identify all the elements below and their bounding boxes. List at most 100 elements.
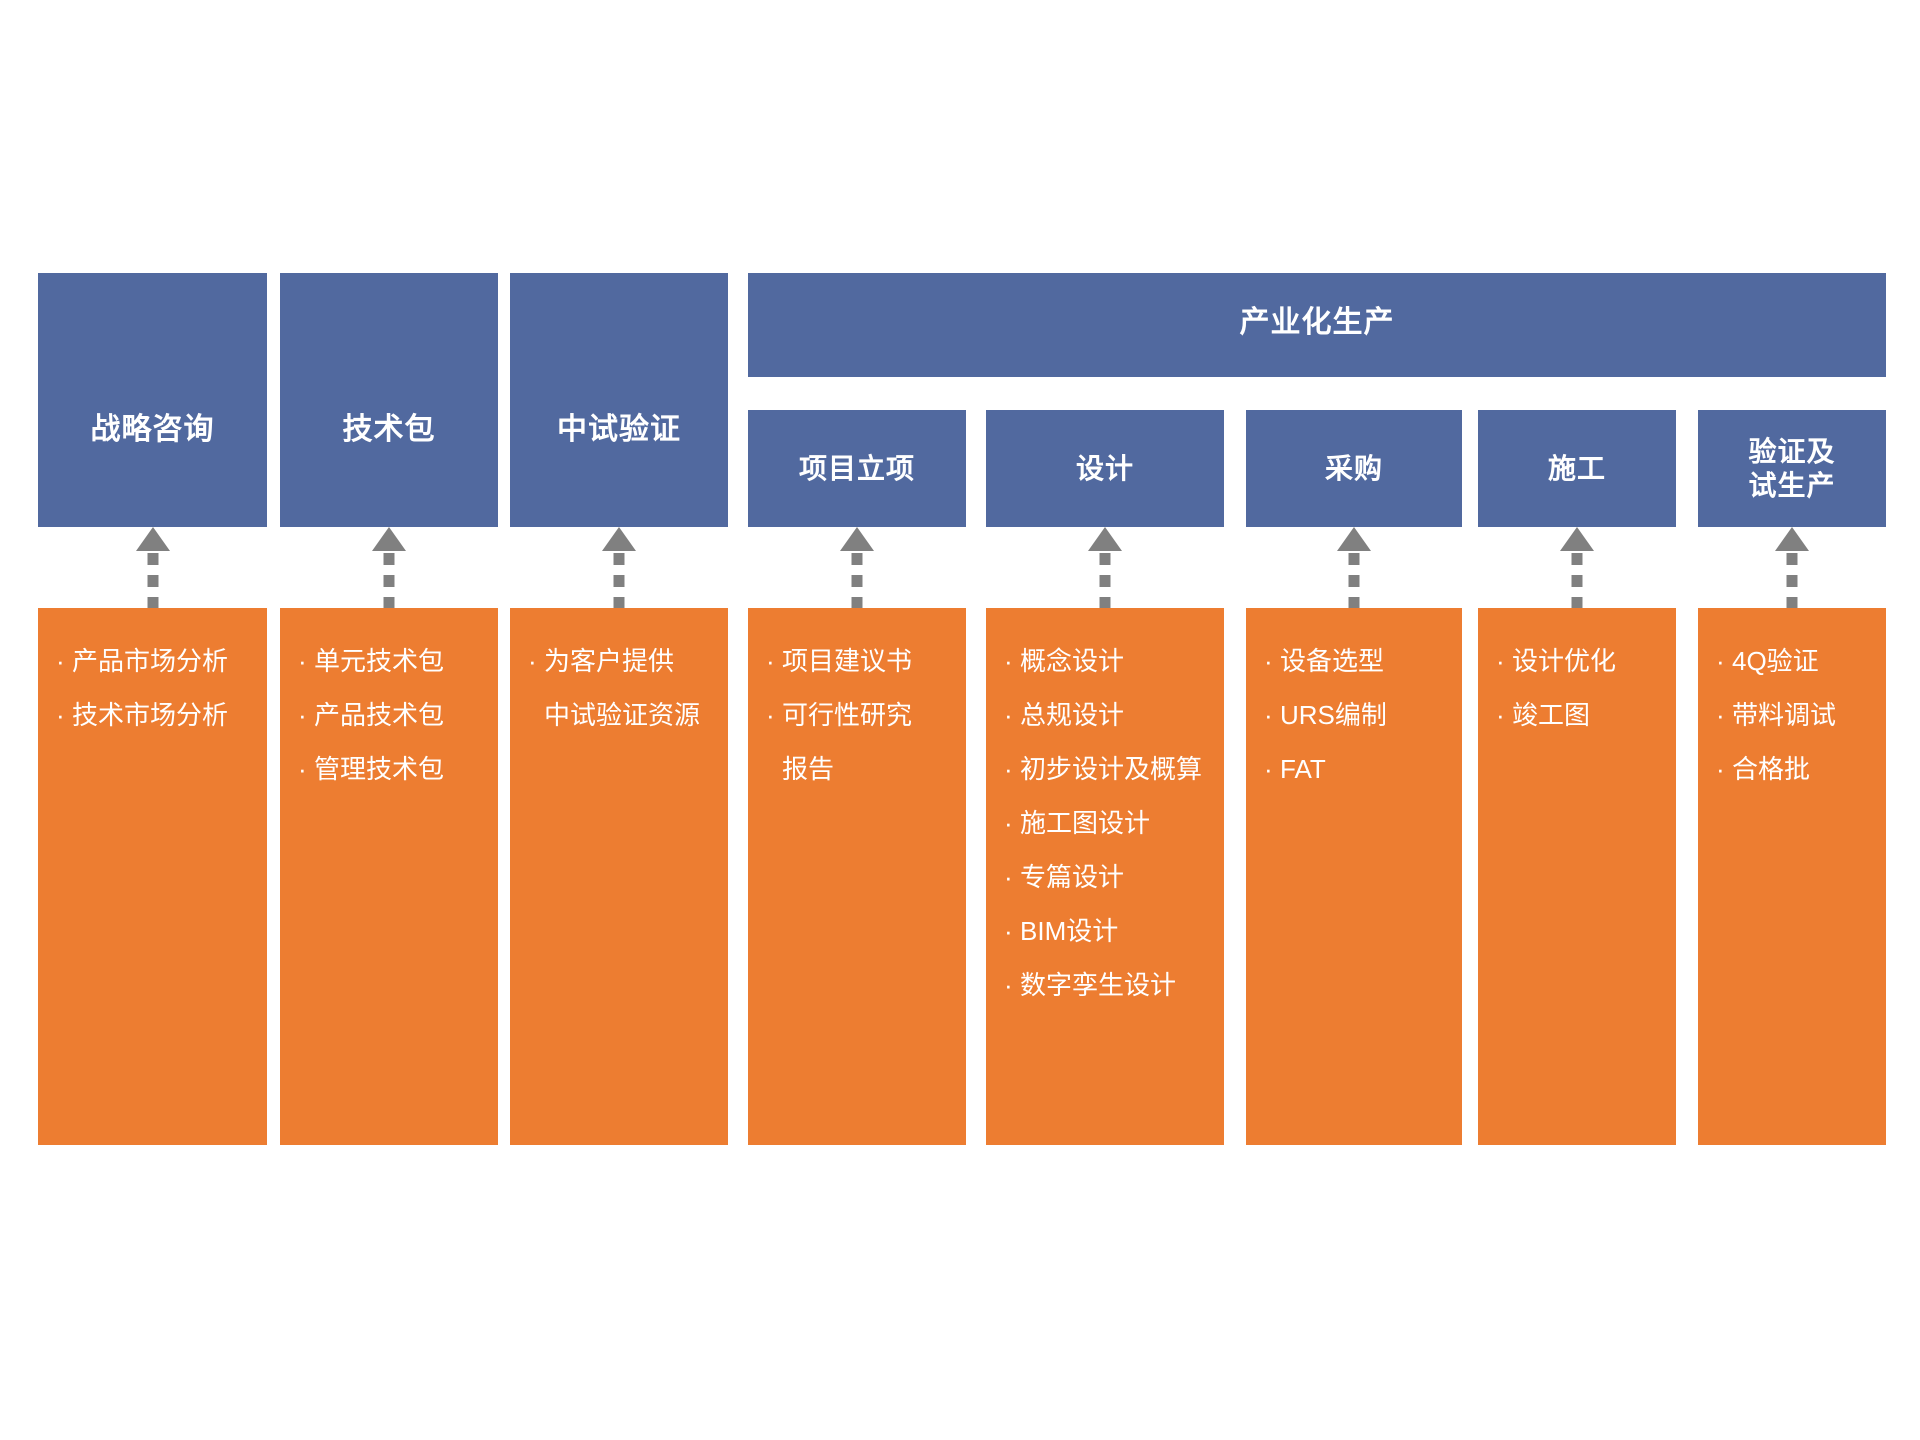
panel-project-initiation[interactable]: ·项目建议书·可行性研究·报告 xyxy=(748,608,966,1145)
arrow-head-icon xyxy=(1560,527,1594,551)
arrow-head-icon xyxy=(1337,527,1371,551)
list-item-label: 可行性研究 xyxy=(782,700,913,730)
header-label: 战略咨询 xyxy=(90,412,215,446)
list-item-label: 产品技术包 xyxy=(314,700,445,730)
list-item-label: 设计优化 xyxy=(1512,646,1617,676)
list-item-label: 单元技术包 xyxy=(314,646,445,676)
bullet-icon: · xyxy=(1716,754,1725,784)
list-item: ·单元技术包 xyxy=(298,646,480,700)
list-item: ·产品技术包 xyxy=(298,700,480,754)
list-item-label: 设备选型 xyxy=(1280,646,1385,676)
arrow-dashed-tail xyxy=(147,553,159,608)
header-label: 设计 xyxy=(1075,452,1134,484)
list-item-label: 产品市场分析 xyxy=(72,646,229,676)
bullet-icon: · xyxy=(1716,646,1725,676)
list-item: ·中试验证资源 xyxy=(528,700,710,754)
bullet-icon: · xyxy=(1264,646,1273,676)
banner-industrialized-production[interactable]: 产业化生产 xyxy=(748,273,1886,377)
list-item: ·专篇设计 xyxy=(1004,862,1206,916)
bullet-icon: · xyxy=(1004,862,1013,892)
list-item: ·FAT xyxy=(1264,754,1444,808)
panel-design[interactable]: ·概念设计·总规设计·初步设计及概算·施工图设计·专篇设计·BIM设计·数字孪生… xyxy=(986,608,1224,1145)
list-item-label: FAT xyxy=(1280,754,1326,784)
bullet-icon: · xyxy=(766,646,775,676)
list-item: ·合格批 xyxy=(1716,754,1868,808)
arrow-head-icon xyxy=(602,527,636,551)
banner-label: 产业化生产 xyxy=(1239,306,1395,339)
list-item-label: 4Q验证 xyxy=(1732,646,1819,676)
bullet-icon: · xyxy=(56,646,65,676)
arrow-up-validation-trial-production xyxy=(1774,527,1810,608)
bullet-icon: · xyxy=(1004,754,1013,784)
list-item: ·项目建议书 xyxy=(766,646,948,700)
bullet-icon: · xyxy=(298,700,307,730)
bullet-icon: · xyxy=(1496,700,1505,730)
panel-procurement[interactable]: ·设备选型·URS编制·FAT xyxy=(1246,608,1462,1145)
list-item-label: 为客户提供 xyxy=(544,646,675,676)
arrow-up-design xyxy=(1087,527,1123,608)
header-technology-package[interactable]: 技术包 xyxy=(280,273,498,527)
header-construction[interactable]: 施工 xyxy=(1478,410,1676,527)
list-item: ·数字孪生设计 xyxy=(1004,970,1206,1024)
header-project-initiation[interactable]: 项目立项 xyxy=(748,410,966,527)
bullet-icon: · xyxy=(1264,700,1273,730)
list-item-label: 带料调试 xyxy=(1732,700,1837,730)
bullet-icon: · xyxy=(528,646,537,676)
header-label: 中试验证 xyxy=(557,412,681,446)
header-design[interactable]: 设计 xyxy=(986,410,1224,527)
arrow-up-construction xyxy=(1559,527,1595,608)
list-item: ·管理技术包 xyxy=(298,754,480,808)
bullet-icon: · xyxy=(298,754,307,784)
panel-validation-trial-production[interactable]: ·4Q验证·带料调试·合格批 xyxy=(1698,608,1886,1145)
list-item: ·报告 xyxy=(766,754,948,808)
panel-strategy-consulting[interactable]: ·产品市场分析·技术市场分析 xyxy=(38,608,267,1145)
arrow-head-icon xyxy=(1775,527,1809,551)
header-strategy-consulting[interactable]: 战略咨询 xyxy=(38,273,267,527)
header-procurement[interactable]: 采购 xyxy=(1246,410,1462,527)
list-item-label: 数字孪生设计 xyxy=(1020,970,1177,1000)
header-label: 采购 xyxy=(1324,452,1383,484)
list-item-label: 合格批 xyxy=(1732,754,1811,784)
list-item: ·URS编制 xyxy=(1264,700,1444,754)
arrow-head-icon xyxy=(136,527,170,551)
bullet-icon: · xyxy=(56,700,65,730)
header-label-line1: 验证及 xyxy=(1748,436,1836,468)
header-label: 项目立项 xyxy=(798,452,915,484)
arrow-up-strategy-consulting xyxy=(135,527,171,608)
arrow-dashed-tail xyxy=(1571,553,1583,608)
header-label-line2: 试生产 xyxy=(1748,469,1836,501)
bullet-icon: · xyxy=(1264,754,1273,784)
arrow-up-project-initiation xyxy=(839,527,875,608)
list-item: ·4Q验证 xyxy=(1716,646,1868,700)
arrow-head-icon xyxy=(372,527,406,551)
arrow-dashed-tail xyxy=(1348,553,1360,608)
panel-pilot-verification[interactable]: ·为客户提供·中试验证资源 xyxy=(510,608,728,1145)
arrow-up-pilot-verification xyxy=(601,527,637,608)
header-pilot-verification[interactable]: 中试验证 xyxy=(510,273,728,527)
list-item-label: 报告 xyxy=(782,754,835,784)
bullet-icon: · xyxy=(766,700,775,730)
arrow-dashed-tail xyxy=(1099,553,1111,608)
list-item: ·总规设计 xyxy=(1004,700,1206,754)
list-item-label: 竣工图 xyxy=(1512,700,1591,730)
arrow-dashed-tail xyxy=(383,553,395,608)
bullet-icon: · xyxy=(1004,646,1013,676)
list-item-label: URS编制 xyxy=(1280,700,1387,730)
header-validation-trial-production[interactable]: 验证及 试生产 xyxy=(1698,410,1886,527)
panel-technology-package[interactable]: ·单元技术包·产品技术包·管理技术包 xyxy=(280,608,498,1145)
bullet-icon: · xyxy=(1716,700,1725,730)
header-label: 施工 xyxy=(1547,452,1606,484)
list-item-label: BIM设计 xyxy=(1020,916,1119,946)
arrow-up-technology-package xyxy=(371,527,407,608)
list-item: ·初步设计及概算 xyxy=(1004,754,1206,808)
list-item-label: 施工图设计 xyxy=(1020,808,1151,838)
arrow-dashed-tail xyxy=(851,553,863,608)
list-item: ·BIM设计 xyxy=(1004,916,1206,970)
bullet-icon: · xyxy=(1004,700,1013,730)
list-item: ·设计优化 xyxy=(1496,646,1658,700)
list-item: ·为客户提供 xyxy=(528,646,710,700)
list-item: ·施工图设计 xyxy=(1004,808,1206,862)
panel-construction[interactable]: ·设计优化·竣工图 xyxy=(1478,608,1676,1145)
arrow-head-icon xyxy=(840,527,874,551)
